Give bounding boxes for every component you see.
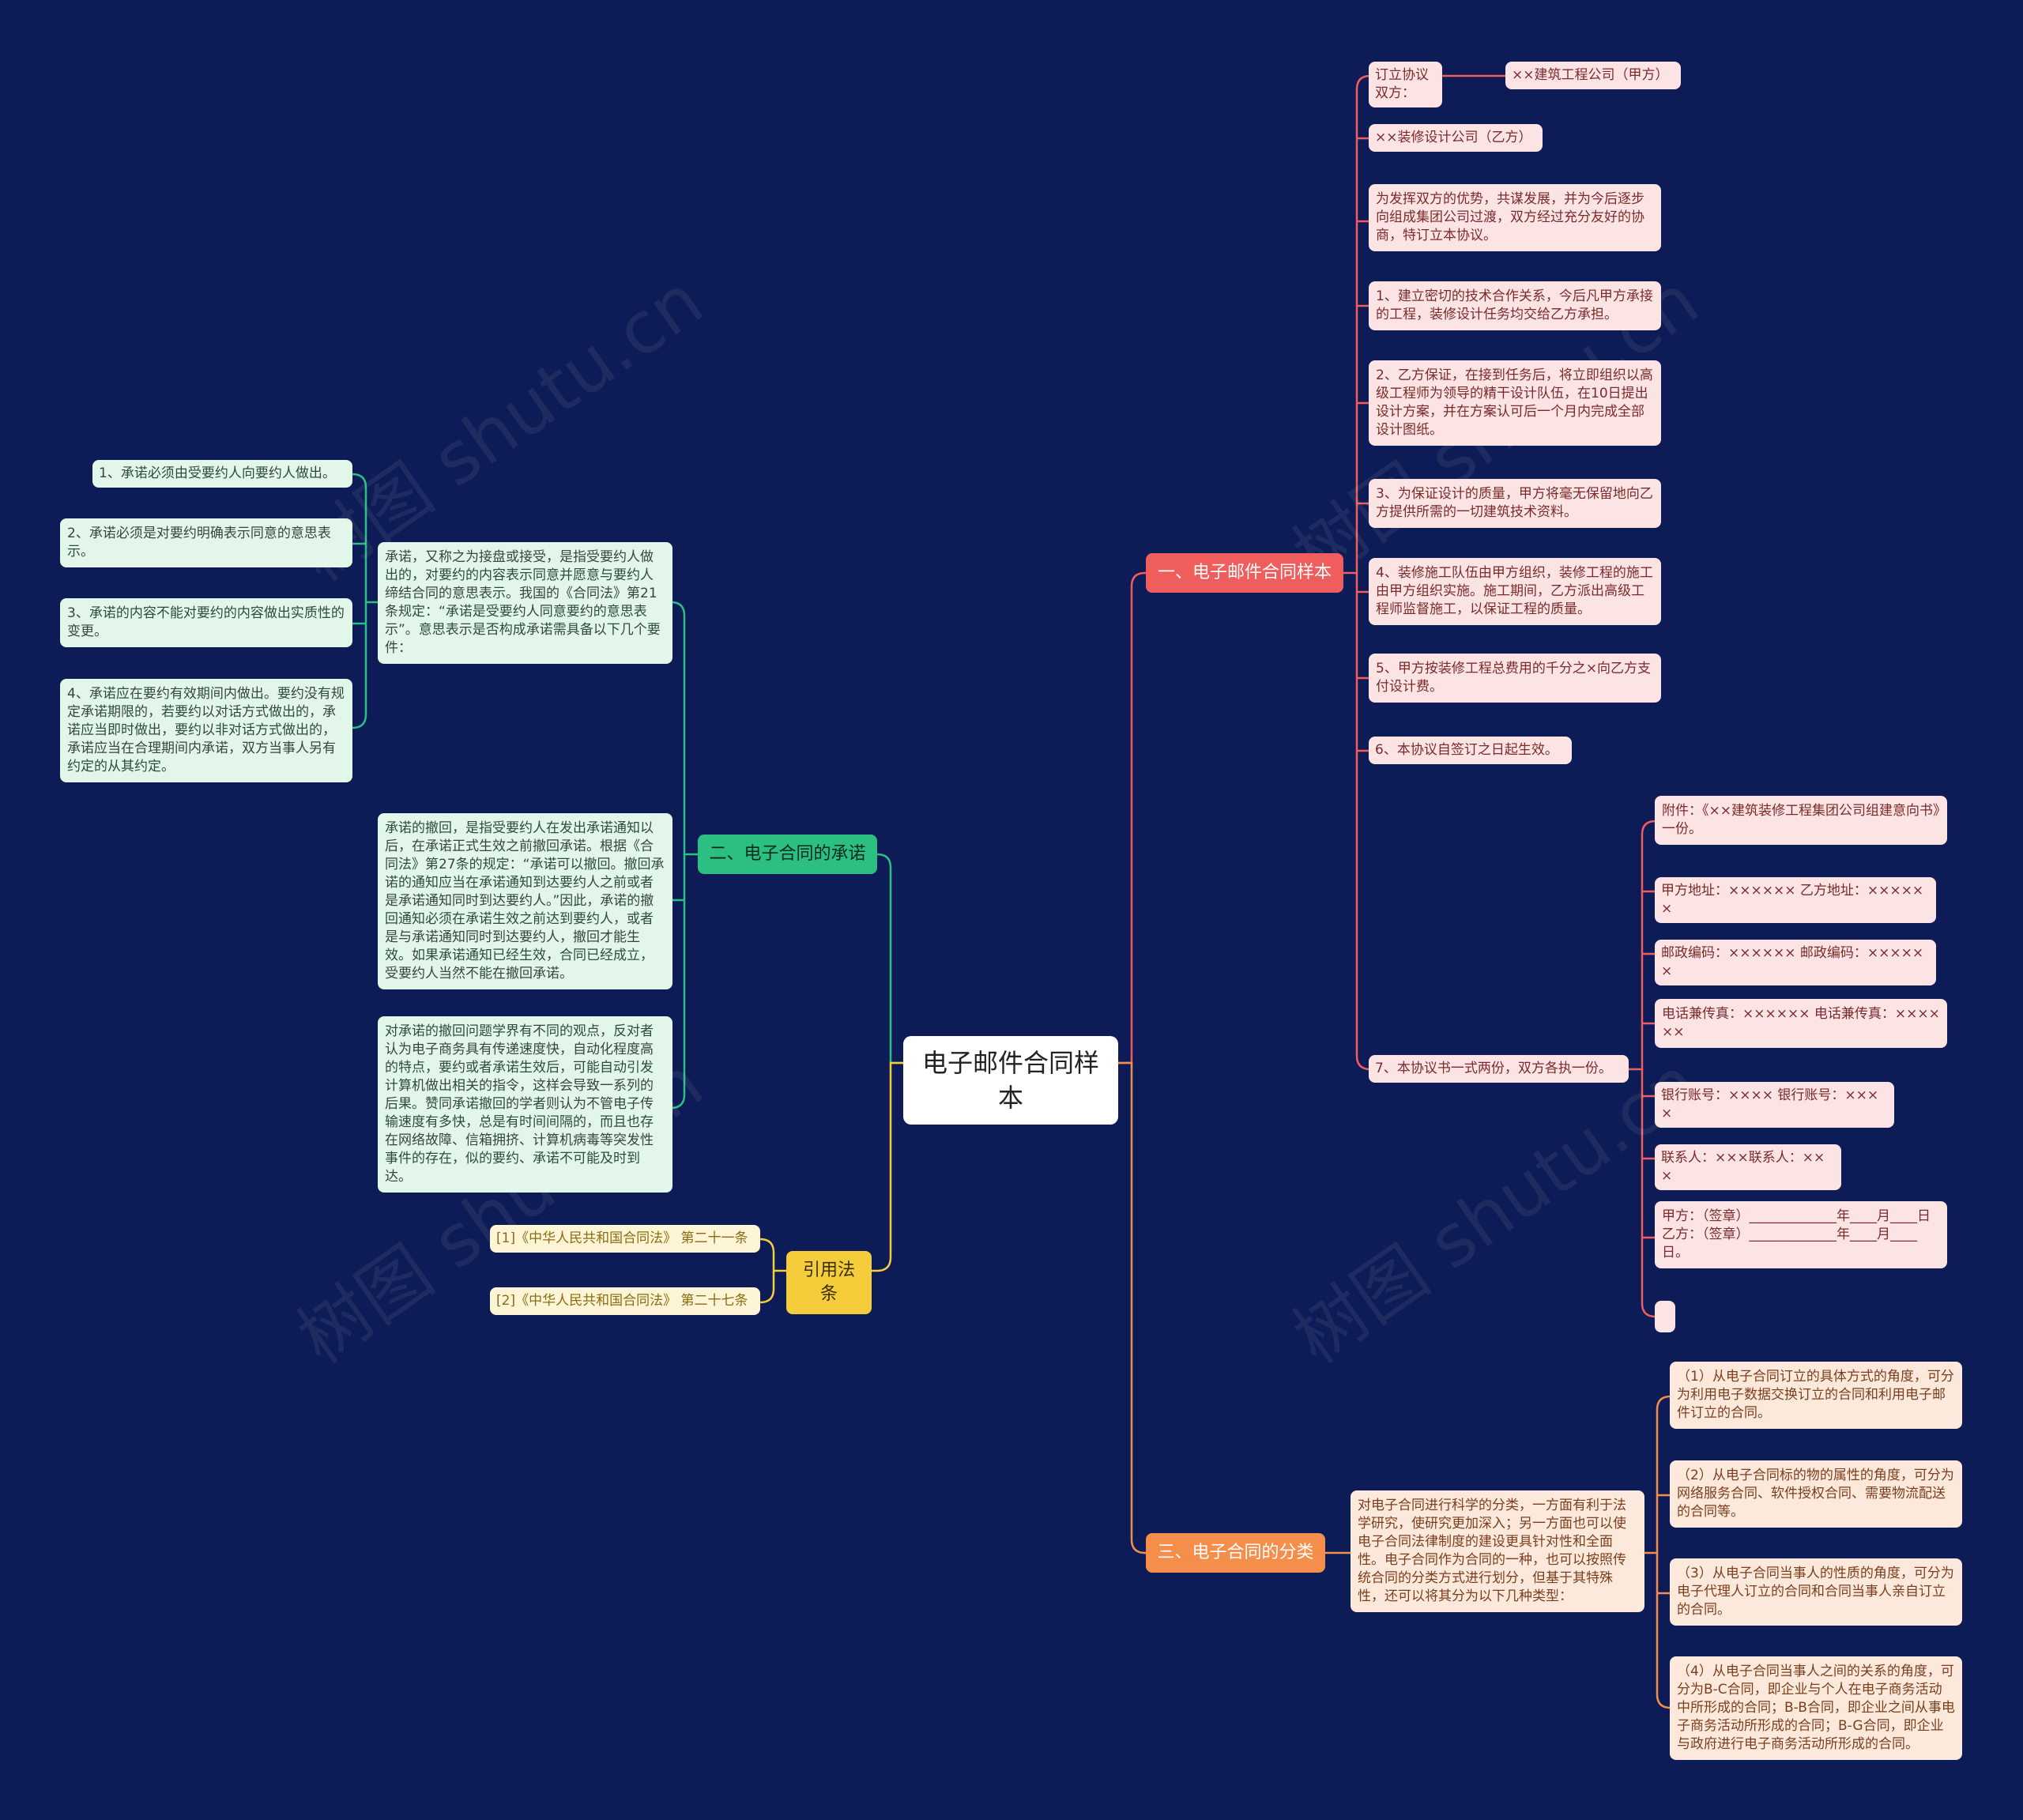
law-citation-1[interactable]: [1]《中华人民共和国合同法》 第二十一条 — [490, 1225, 760, 1253]
branch-email-contract-sample[interactable]: 一、电子邮件合同样本 — [1146, 553, 1343, 593]
clause-4[interactable]: 4、装修施工队伍由甲方组织，装修工程的施工由甲方组织实施。施工期间，乙方派出高级… — [1369, 558, 1661, 625]
clause-7[interactable]: 7、本协议书一式两份，双方各执一份。 — [1369, 1055, 1629, 1083]
clause-6[interactable]: 6、本协议自签订之日起生效。 — [1369, 737, 1572, 764]
postcode-line[interactable]: 邮政编码：×××××× 邮政编码：×××××× — [1655, 940, 1936, 985]
root-node[interactable]: 电子邮件合同样本 — [903, 1036, 1118, 1125]
contact-person-line[interactable]: 联系人：×××联系人：××× — [1655, 1144, 1841, 1190]
branch-cited-laws[interactable]: 引用法条 — [786, 1251, 872, 1314]
bank-account-line[interactable]: 银行账号：×××× 银行账号：×××× — [1655, 1082, 1894, 1128]
empty-node[interactable] — [1655, 1301, 1675, 1332]
clause-2[interactable]: 2、乙方保证，在接到任务后，将立即组织以高级工程师为领导的精干设计队伍，在10日… — [1369, 360, 1661, 446]
branch-e-contract-acceptance[interactable]: 二、电子合同的承诺 — [698, 835, 877, 874]
withdrawal-debate[interactable]: 对承诺的撤回问题学界有不同的观点，反对者认为电子商务具有传递速度快，自动化程度高… — [378, 1016, 672, 1193]
acceptance-requirement-2[interactable]: 2、承诺必须是对要约明确表示同意的意思表示。 — [60, 518, 352, 567]
preamble[interactable]: 为发挥双方的优势，共谋发展，并为今后逐步向组成集团公司过渡，双方经过充分友好的协… — [1369, 184, 1661, 251]
classification-3[interactable]: （3）从电子合同当事人的性质的角度，可分为电子代理人订立的合同和合同当事人亲自订… — [1670, 1558, 1962, 1626]
law-citation-2[interactable]: [2]《中华人民共和国合同法》 第二十七条 — [490, 1287, 760, 1315]
attachment-note[interactable]: 附件：《××建筑装修工程集团公司组建意向书》一份。 — [1655, 796, 1947, 845]
acceptance-definition[interactable]: 承诺，又称之为接盘或接受，是指受要约人做出的，对要约的内容表示同意并愿意与要约人… — [378, 542, 672, 664]
acceptance-requirement-3[interactable]: 3、承诺的内容不能对要约的内容做出实质性的变更。 — [60, 598, 352, 647]
acceptance-requirement-1[interactable]: 1、承诺必须由受要约人向要约人做出。 — [92, 460, 352, 488]
acceptance-withdrawal[interactable]: 承诺的撤回，是指受要约人在发出承诺通知以后，在承诺正式生效之前撤回承诺。根据《合… — [378, 813, 672, 989]
signature-line[interactable]: 甲方：（签章）_____________年____月____日乙方：（签章）__… — [1655, 1201, 1947, 1268]
clause-5[interactable]: 5、甲方按装修工程总费用的千分之×向乙方支付设计费。 — [1369, 654, 1661, 703]
classification-4[interactable]: （4）从电子合同当事人之间的关系的角度，可分为B-C合同，即企业与个人在电子商务… — [1670, 1656, 1962, 1760]
branch-e-contract-classification[interactable]: 三、电子合同的分类 — [1146, 1533, 1325, 1573]
acceptance-requirement-4[interactable]: 4、承诺应在要约有效期间内做出。要约没有规定承诺期限的，若要约以对话方式做出的，… — [60, 679, 352, 782]
clause-3[interactable]: 3、为保证设计的质量，甲方将毫无保留地向乙方提供所需的一切建筑技术资料。 — [1369, 479, 1661, 528]
phone-fax-line[interactable]: 电话兼传真：×××××× 电话兼传真：×××××× — [1655, 999, 1947, 1048]
party-b[interactable]: ××装修设计公司（乙方） — [1369, 124, 1543, 152]
clause-1[interactable]: 1、建立密切的技术合作关系，今后凡甲方承接的工程，装修设计任务均交给乙方承担。 — [1369, 281, 1661, 330]
classification-1[interactable]: （1）从电子合同订立的具体方式的角度，可分为利用电子数据交换订立的合同和利用电子… — [1670, 1362, 1962, 1429]
classification-2[interactable]: （2）从电子合同标的物的属性的角度，可分为网络服务合同、软件授权合同、需要物流配… — [1670, 1460, 1962, 1528]
parties-label[interactable]: 订立协议双方： — [1369, 62, 1442, 107]
classification-intro[interactable]: 对电子合同进行科学的分类，一方面有利于法学研究，使研究更加深入；另一方面也可以使… — [1351, 1490, 1644, 1612]
address-line[interactable]: 甲方地址：×××××× 乙方地址：×××××× — [1655, 877, 1936, 923]
party-a[interactable]: ××建筑工程公司（甲方） — [1505, 62, 1681, 89]
